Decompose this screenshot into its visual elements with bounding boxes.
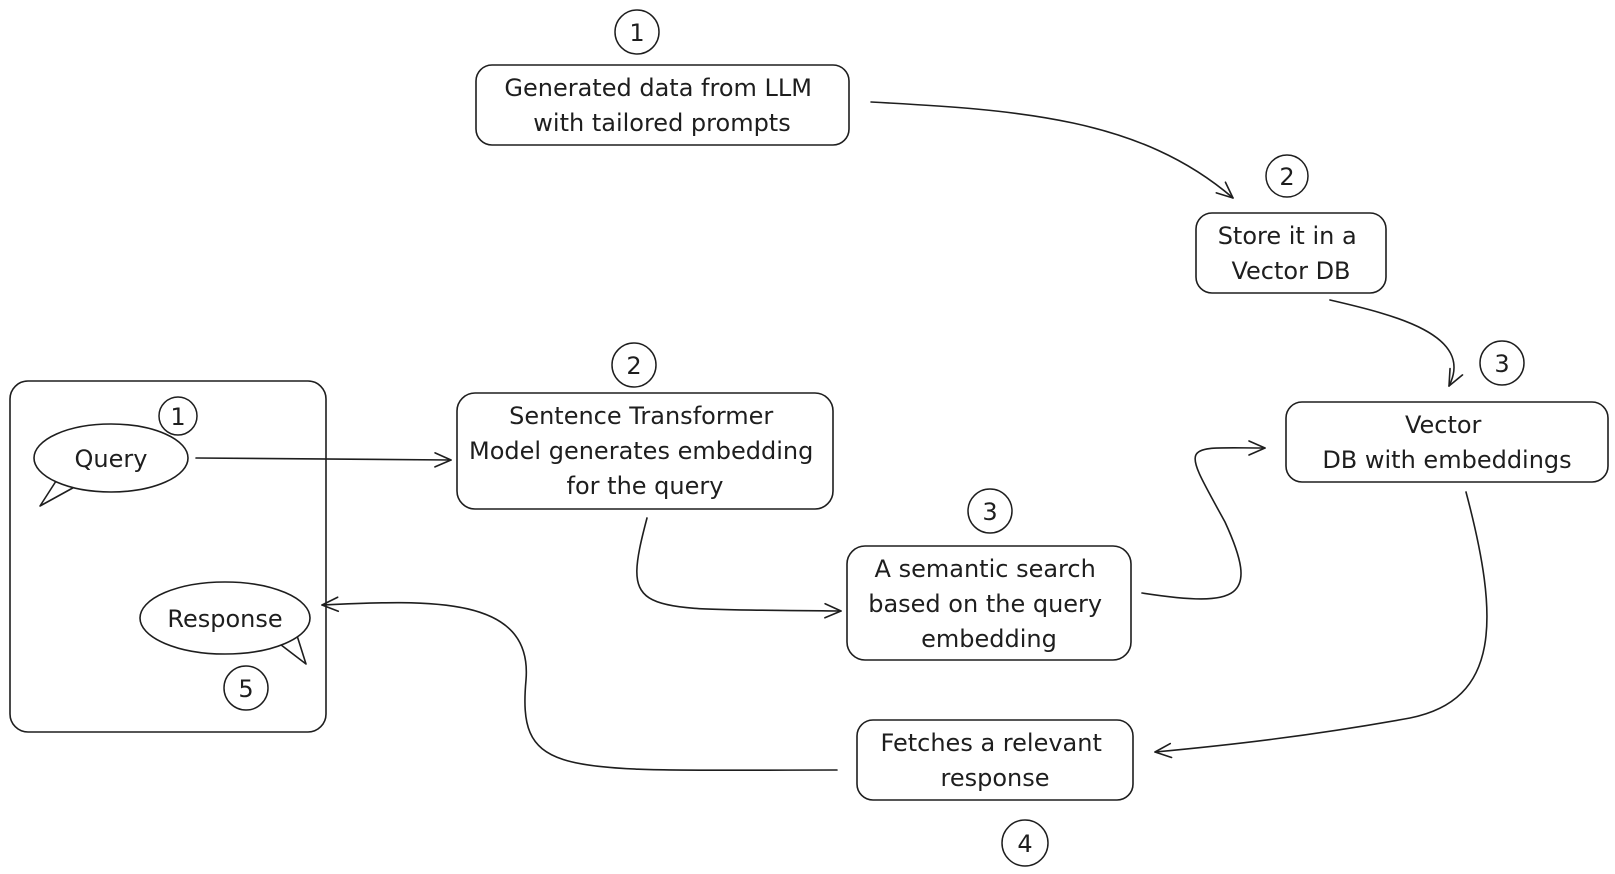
node-text-line: embedding (921, 625, 1057, 653)
semantic-search-node: A semantic search based on the query emb… (846, 545, 1132, 661)
node-text-line: A semantic search (875, 555, 1096, 583)
node-text-line: Store it in a (1218, 222, 1357, 250)
edge-store-to-vectordb (1329, 299, 1464, 387)
step-number: 1 (170, 403, 185, 431)
step-number: 1 (629, 19, 644, 47)
step-badge-generated: 1 (614, 9, 660, 55)
fetch-response-node: Fetches a relevant response (856, 719, 1134, 801)
store-vector-db-node: Store it in a Vector DB (1195, 212, 1387, 294)
node-text-line: Generated data from LLM (504, 74, 812, 102)
step-number: 5 (238, 675, 253, 703)
svg-text:Store it in a Vector DB: Store it in a Vector DB (1218, 222, 1365, 285)
node-text-line: DB with embeddings (1322, 446, 1571, 474)
edge-fetch-to-response (321, 596, 838, 772)
step-badge-store: 2 (1265, 154, 1309, 198)
svg-text:A semantic search based: A semantic search based on the query emb… (868, 555, 1110, 653)
step-number: 4 (1017, 830, 1032, 858)
step-badge-fetch: 4 (1001, 819, 1049, 867)
node-text-line: Vector (1405, 411, 1482, 439)
step-badge-response: 5 (223, 665, 269, 711)
svg-text:Generated data from LLM: Generated data from LLM with tailored pr… (504, 74, 819, 137)
generated-data-node: Generated data from LLM with tailored pr… (475, 64, 850, 146)
step-badge-query: 1 (158, 396, 198, 436)
node-text-line: for the query (567, 472, 724, 500)
step-number: 2 (1279, 163, 1294, 191)
vector-db-node: Vector DB with embeddings (1285, 401, 1609, 483)
user-frame (9, 380, 327, 733)
edge-search-to-vectordb (1141, 440, 1266, 600)
edge-generated-to-store (870, 101, 1234, 199)
svg-text:Vector DB with embedding: Vector DB with embeddings (1322, 411, 1571, 474)
edge-transformer-to-search (636, 517, 842, 619)
step-badge-transformer: 2 (611, 342, 657, 388)
response-bubble: Response (139, 581, 311, 665)
node-text-line: with tailored prompts (533, 109, 790, 137)
node-text-line: Model generates embedding (469, 437, 813, 465)
node-text-line: Fetches a relevant (880, 729, 1101, 757)
svg-text:Sentence Transformer Mod: Sentence Transformer Model generates emb… (469, 402, 821, 500)
step-number: 3 (1494, 350, 1509, 378)
response-label: Response (167, 605, 282, 633)
sentence-transformer-node: Sentence Transformer Model generates emb… (456, 392, 834, 510)
node-text-line: Sentence Transformer (509, 402, 773, 430)
svg-text:Fetches a relevant respo: Fetches a relevant response (880, 729, 1109, 792)
node-text-line: Vector DB (1231, 257, 1350, 285)
step-badge-vectordb: 3 (1479, 340, 1525, 386)
edge-vectordb-to-fetch (1154, 491, 1488, 759)
query-bubble: Query (33, 423, 189, 507)
node-text-line: based on the query (868, 590, 1102, 618)
edge-query-to-transformer (195, 452, 452, 468)
node-text-line: response (940, 764, 1049, 792)
query-label: Query (75, 445, 148, 473)
step-number: 3 (982, 498, 997, 526)
step-number: 2 (626, 352, 641, 380)
step-badge-search: 3 (967, 488, 1013, 534)
